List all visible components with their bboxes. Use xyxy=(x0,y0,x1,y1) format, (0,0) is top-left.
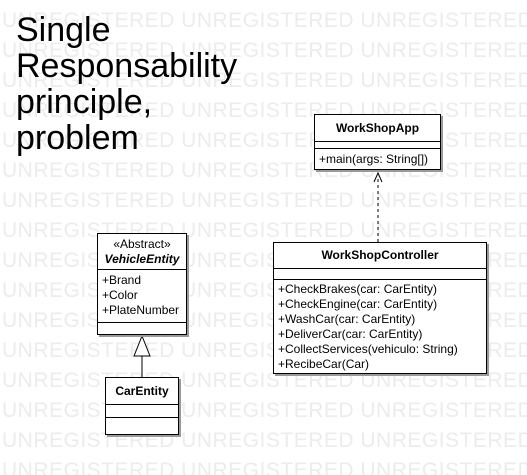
operation: +CheckEngine(car: CarEntity) xyxy=(278,297,438,311)
class-workshop-app[interactable]: WorkShopApp +main(args: String[]) xyxy=(314,114,441,170)
title-line: problem xyxy=(16,119,139,157)
dependency-arrowhead xyxy=(373,171,383,183)
class-name: WorkShopApp xyxy=(315,115,440,142)
operations-compartment: +CheckBrakes(car: CarEntity) +CheckEngin… xyxy=(274,280,486,372)
attributes-compartment xyxy=(106,405,178,418)
class-vehicle-entity[interactable]: «Abstract» VehicleEntity +Brand +Color +… xyxy=(97,233,187,335)
operation: +DeliverCar(car: CarEntity) xyxy=(278,327,423,341)
operation: +RecibeCar(Car) xyxy=(278,357,370,371)
attribute: +Color xyxy=(102,288,138,302)
attributes-compartment: +Brand +Color +PlateNumber xyxy=(98,270,186,323)
class-name: CarEntity xyxy=(106,378,178,405)
title-line: Single xyxy=(16,11,111,49)
class-workshop-controller[interactable]: WorkShopController +CheckBrakes(car: Car… xyxy=(273,242,487,374)
operation: +CheckBrakes(car: CarEntity) xyxy=(278,282,438,296)
title-line: Responsability xyxy=(16,47,238,85)
stereotype-label: «Abstract» xyxy=(113,237,171,251)
operation: +CollectServices(vehiculo: String) xyxy=(278,342,458,356)
diagram-title: Single Responsability principle, problem xyxy=(16,12,276,156)
title-line: principle, xyxy=(16,83,153,121)
class-header: «Abstract» VehicleEntity xyxy=(98,234,186,270)
attribute: +PlateNumber xyxy=(102,303,180,317)
generalization-arrowhead xyxy=(133,334,151,357)
operation: +main(args: String[]) xyxy=(319,152,429,166)
attribute: +Brand xyxy=(102,273,142,287)
attributes-compartment xyxy=(315,142,440,149)
operation: +WashCar(car: CarEntity) xyxy=(278,312,416,326)
operations-compartment: +main(args: String[]) xyxy=(315,149,440,167)
class-name: WorkShopController xyxy=(274,243,486,269)
attributes-compartment xyxy=(274,269,486,280)
class-name: VehicleEntity xyxy=(104,252,180,266)
class-car-entity[interactable]: CarEntity xyxy=(105,377,179,435)
